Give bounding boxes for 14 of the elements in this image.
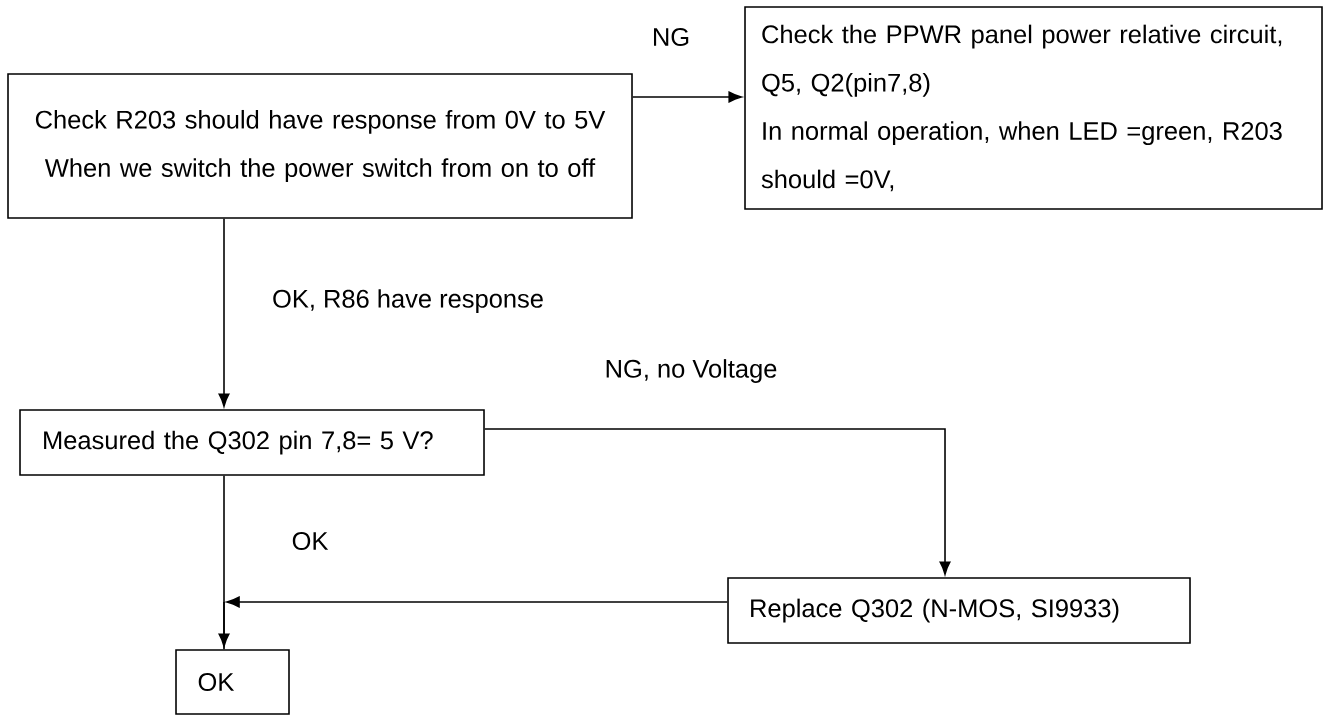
process-box: Check the PPWR panel power relative circuit, Q5, Q2(pin7,8) In normal operation, when LED =green, R203 should =0V, <box>744 6 1323 210</box>
process-box: Replace Q302 (N-MOS, SI9933) <box>727 577 1191 644</box>
arrow <box>632 91 742 103</box>
edge-label: OK, R86 have response <box>270 287 546 315</box>
edge-label: NG <box>650 26 692 48</box>
arrow <box>218 475 230 647</box>
end-box: OK <box>175 649 290 715</box>
arrow <box>226 596 728 608</box>
decision-box: Measured the Q302 pin 7,8= 5 V? <box>19 409 485 476</box>
edge-label: OK <box>289 530 331 552</box>
arrow <box>484 428 951 575</box>
process-box: Check R203 should have response from 0V to 5V When we switch the power switch from on to off <box>7 73 633 219</box>
arrow <box>218 218 230 407</box>
edge-label: NG, no Voltage <box>602 357 780 385</box>
